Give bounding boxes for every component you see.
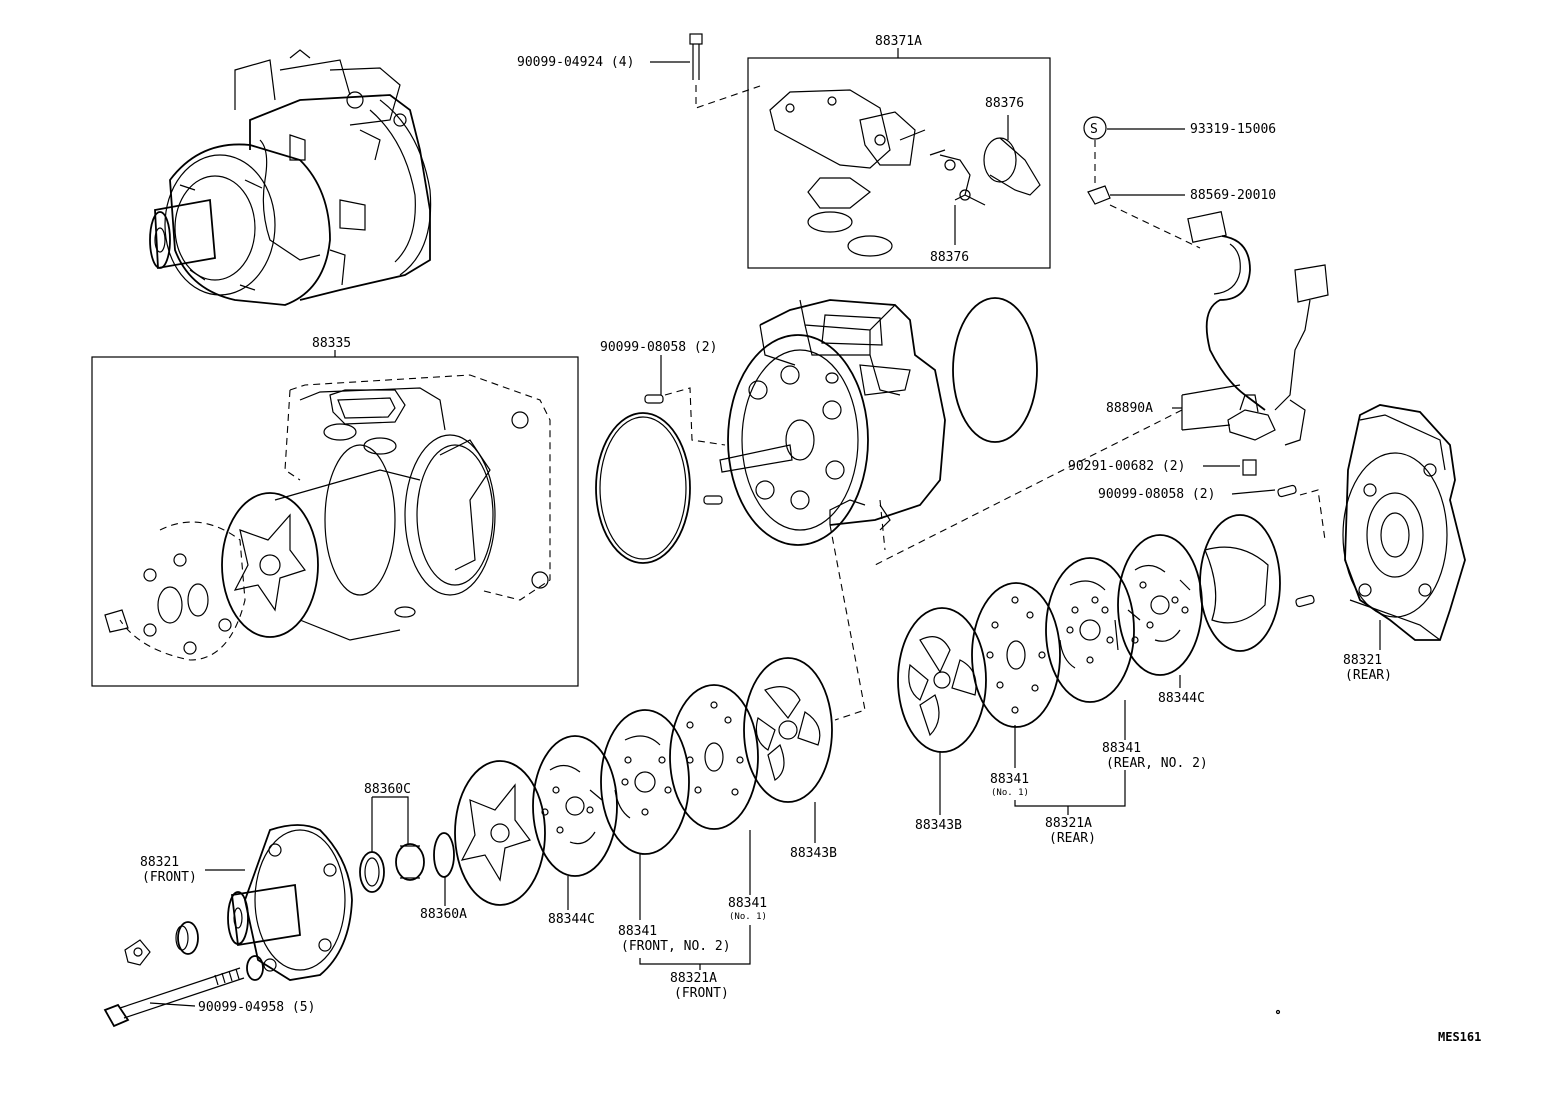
leader-lines	[149, 61, 1381, 1007]
rear-gasket-b-drawing	[897, 607, 987, 753]
label-plate-rear-no1-sub: (No. 1)	[991, 788, 1029, 798]
label-plate-front-no1-sub: (No. 1)	[729, 912, 767, 922]
pins-rear-drawing	[1277, 484, 1326, 608]
front-valve-plate-c-drawing	[532, 735, 618, 877]
label-pin-front: 90099-08058 (2)	[600, 340, 717, 355]
label-sensor-clip: 88569-20010	[1190, 188, 1276, 203]
cylinder-kit-88335-box	[91, 350, 579, 687]
label-housing-rear-sub: (REAR)	[1345, 668, 1392, 683]
rear-housing-drawing	[1342, 404, 1466, 641]
label-plate-front-no2: 88341	[618, 924, 657, 939]
valve-kit-88371a-box	[747, 48, 1051, 269]
front-gasket-b-drawing	[743, 657, 833, 803]
label-gasket-rear-b: 88343B	[915, 818, 962, 833]
label-plate-rear-no2-sub: (REAR, NO. 2)	[1106, 756, 1208, 771]
label-housing-rear: 88321	[1343, 653, 1382, 668]
label-valve-kit: 88371A	[875, 34, 922, 49]
part-labels: 90099-04924 (4) 88371A 88376 88376 S 933…	[140, 34, 1481, 1044]
stray-dot	[1275, 1009, 1281, 1015]
label-housing-front-sub: (FRONT)	[142, 870, 197, 885]
bolt-top-drawing	[689, 33, 761, 109]
label-gasket-front-b: 88343B	[790, 846, 837, 861]
label-valve-set-front: 88321A	[670, 971, 717, 986]
front-rear-connector-line	[829, 524, 866, 721]
label-plate-front-no1: 88341	[728, 896, 767, 911]
o-ring-large-left-inner	[599, 416, 687, 560]
label-seal-a: 88360A	[420, 907, 467, 922]
label-plate-rear-no2: 88341	[1102, 741, 1141, 756]
label-housing-front: 88321	[140, 855, 179, 870]
rear-valve-plate-no1-drawing	[971, 582, 1061, 728]
pressure-switch-wiring-drawing	[874, 116, 1329, 566]
o-ring-large-left	[595, 412, 691, 564]
front-small-parts-drawing	[103, 921, 264, 1028]
front-valve-plate-no1-drawing	[669, 684, 759, 830]
cylinder-housing-drawing	[719, 299, 946, 546]
pins-front-drawing	[644, 387, 726, 505]
o-ring-large-right	[952, 297, 1038, 443]
label-valve-a: 88376	[985, 96, 1024, 111]
rear-valve-plate-no2-drawing	[1045, 557, 1135, 703]
front-housing-drawing	[227, 824, 353, 981]
label-bolt-through: 90099-04958 (5)	[198, 1000, 315, 1015]
label-switch: 88890A	[1106, 401, 1153, 416]
label-gasket-front-c: 88344C	[548, 912, 595, 927]
diagram-code: MES161	[1438, 1030, 1481, 1044]
front-seals-drawing	[359, 832, 455, 893]
label-valve-b: 88376	[930, 250, 969, 265]
rear-gasket-drawing	[1199, 514, 1281, 652]
front-valve-plate-star-drawing	[454, 760, 546, 906]
label-plate-rear-no1: 88341	[990, 772, 1029, 787]
label-cyl-kit: 88335	[312, 336, 351, 351]
label-seal-s: 93319-15006	[1190, 122, 1276, 137]
label-seal-c: 88360C	[364, 782, 411, 797]
label-pin-rear: 90099-08058 (2)	[1098, 487, 1215, 502]
label-bolt-top: 90099-04924 (4)	[517, 55, 634, 70]
label-s-symbol: S	[1090, 122, 1098, 137]
label-plate-front-no2-sub: (FRONT, NO. 2)	[621, 939, 731, 954]
label-bolt-switch: 90291-00682 (2)	[1068, 459, 1185, 474]
label-valve-set-rear: 88321A	[1045, 816, 1092, 831]
label-valve-set-rear-sub: (REAR)	[1049, 831, 1096, 846]
compressor-assembly-drawing	[149, 49, 432, 306]
label-gasket-rear-c: 88344C	[1158, 691, 1205, 706]
label-valve-set-front-sub: (FRONT)	[674, 986, 729, 1001]
